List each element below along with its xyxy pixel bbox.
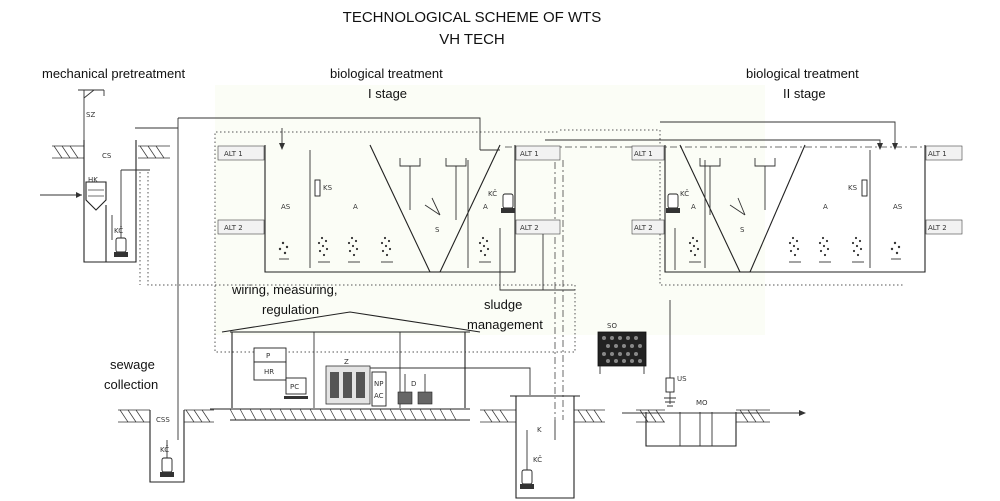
bio-tank-stage-2	[664, 144, 926, 273]
aeration-bubbles-1	[278, 236, 491, 263]
label-bio-2-line2: II stage	[783, 86, 826, 101]
label-as-2: AS	[893, 203, 903, 211]
label-a-3: A	[823, 203, 828, 211]
diagram-title: TECHNOLOGICAL SCHEME OF WTS	[343, 9, 602, 26]
label-bio-2-line1: biological treatment	[746, 66, 859, 81]
label-cs: CS	[102, 152, 112, 160]
label-so: SO	[607, 322, 617, 330]
label-a-2: A	[483, 203, 488, 211]
sewage-collection-well	[118, 409, 214, 483]
sludge-dewatering-unit	[597, 331, 647, 374]
label-kc-1: KČ	[114, 226, 123, 235]
label-k: K	[537, 426, 542, 434]
label-hk: HK	[88, 176, 98, 184]
label-alt2-d: ALT 2	[928, 224, 947, 232]
diagram-subtitle: VH TECH	[439, 31, 505, 48]
pipework	[135, 117, 965, 420]
control-building	[210, 311, 481, 421]
label-kc-4: KČ	[160, 445, 169, 454]
label-kc-2: KČ	[488, 189, 497, 198]
label-pc: PC	[290, 383, 299, 391]
label-bio-1-line1: biological treatment	[330, 66, 443, 81]
label-z: Z	[344, 358, 349, 366]
label-bio-1-line2: I stage	[368, 86, 407, 101]
label-alt1-d: ALT 1	[928, 150, 947, 158]
label-p: P	[266, 352, 270, 360]
label-ks-1: KS	[323, 184, 333, 192]
label-as-1: AS	[281, 203, 291, 211]
label-us: US	[677, 375, 687, 383]
label-hr: HR	[264, 368, 274, 376]
label-alt1-c: ALT 1	[634, 150, 653, 158]
alt-boxes-right	[631, 145, 963, 235]
label-ac: AC	[374, 392, 384, 400]
label-a-1: A	[353, 203, 358, 211]
label-a-4: A	[691, 203, 696, 211]
label-alt2-b: ALT 2	[520, 224, 539, 232]
label-sz: SZ	[86, 111, 95, 119]
label-d: D	[411, 380, 416, 388]
alt-boxes-left	[217, 145, 561, 235]
label-ks-2: KS	[848, 184, 858, 192]
aeration-bubbles-2	[688, 236, 901, 263]
label-np: NP	[374, 380, 383, 388]
label-alt2-a: ALT 2	[224, 224, 243, 232]
label-alt1-b: ALT 1	[520, 150, 539, 158]
mechanical-pretreatment-unit	[40, 89, 170, 263]
label-kc-5: KČ	[533, 455, 542, 464]
sludge-tank	[480, 395, 605, 499]
label-sludge-line2: management	[467, 317, 543, 332]
bio-tank-stage-1	[264, 144, 516, 273]
label-s-2: S	[740, 226, 745, 234]
uv-and-measuring-object	[622, 300, 806, 447]
label-s-1: S	[435, 226, 440, 234]
label-sludge-line1: sludge	[484, 297, 522, 312]
label-wiring-line1: wiring, measuring,	[231, 282, 338, 297]
label-alt1-a: ALT 1	[224, 150, 243, 158]
label-alt2-c: ALT 2	[634, 224, 653, 232]
label-mechanical-pretreatment: mechanical pretreatment	[42, 66, 185, 81]
label-mo: MO	[696, 399, 708, 407]
label-css: CSS	[156, 416, 170, 424]
label-sewage-line1: sewage	[110, 357, 155, 372]
label-sewage-line2: collection	[104, 377, 158, 392]
label-kc-3: KČ	[680, 189, 689, 198]
label-wiring-line2: regulation	[262, 302, 319, 317]
